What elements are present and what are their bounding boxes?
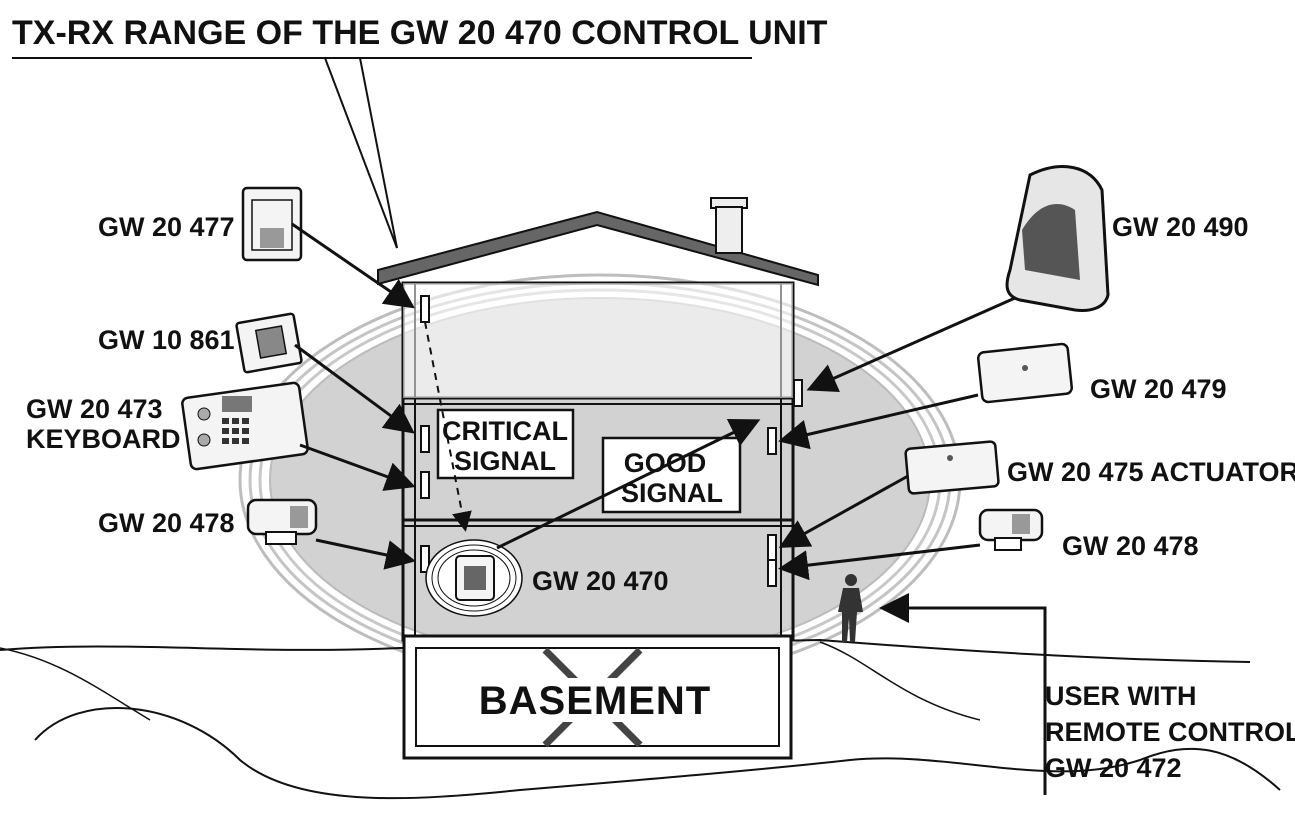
- arrow-gw10861: [294, 343, 415, 434]
- arrow-gw20475: [778, 474, 909, 548]
- sensor-contact: [767, 534, 777, 562]
- arrow-gw20490: [806, 296, 1016, 392]
- critical-signal-line2: SIGNAL: [454, 446, 556, 476]
- good-signal-box: GOOD SIGNAL: [601, 436, 742, 514]
- device-gw20473-keyboard-icon: [181, 381, 309, 471]
- critical-signal-line1: CRITICAL: [442, 416, 568, 446]
- label-gw10861: GW 10 861: [98, 325, 235, 355]
- arrow-gw20478-right: [778, 543, 981, 581]
- good-signal-line2: SIGNAL: [621, 478, 723, 508]
- ground-contour: [0, 641, 981, 721]
- label-gw20470: GW 20 470: [532, 566, 669, 596]
- wall-sensors: [420, 295, 803, 587]
- sensor-contact: [767, 559, 777, 587]
- sensor-contact: [420, 425, 430, 453]
- arrow-good-signal: [496, 419, 761, 550]
- arrow-critical-signal: [424, 321, 472, 532]
- label-gw20479: GW 20 479: [1090, 374, 1227, 404]
- label-user-line1: USER WITH: [1045, 681, 1197, 711]
- basement-area: BASEMENT: [479, 647, 711, 748]
- label-gw20490: GW 20 490: [1112, 212, 1249, 242]
- title-block: TX-RX RANGE OF THE GW 20 470 CONTROL UNI…: [12, 14, 828, 249]
- device-gw20490-siren-icon: [1005, 165, 1110, 312]
- arrow-gw20477: [291, 222, 415, 309]
- critical-signal-box: CRITICAL SIGNAL: [436, 408, 575, 480]
- label-gw20473-line2: KEYBOARD: [26, 424, 181, 454]
- user-with-remote-icon: [838, 574, 863, 642]
- label-user-line2: REMOTE CONTROL: [1045, 717, 1295, 747]
- label-gw20473-line1: GW 20 473: [26, 394, 163, 424]
- device-gw20479-icon: [976, 342, 1074, 404]
- basement-label: BASEMENT: [479, 679, 711, 723]
- arrow-gw20479: [778, 393, 979, 450]
- siren-mount: [793, 379, 803, 407]
- sensor-contact: [420, 545, 430, 573]
- label-gw20477: GW 20 477: [98, 212, 235, 242]
- label-gw20478-right: GW 20 478: [1062, 531, 1199, 561]
- label-gw20475: GW 20 475 ACTUATOR: [1007, 457, 1295, 487]
- label-gw20478-left: GW 20 478: [98, 508, 235, 538]
- sensor-contact: [420, 471, 430, 499]
- device-labels: GW 20 477 GW 10 861 GW 20 473 KEYBOARD G…: [26, 212, 1295, 783]
- arrow-user-remote: [879, 593, 1047, 795]
- arrow-gw20473: [299, 443, 416, 491]
- device-gw20478-right-icon: [978, 508, 1044, 551]
- device-gw10861-icon: [235, 312, 303, 374]
- device-gw20477-icon: [241, 186, 303, 262]
- device-gw20475-actuator-icon: [904, 440, 1000, 495]
- diagram-title: TX-RX RANGE OF THE GW 20 470 CONTROL UNI…: [12, 14, 828, 52]
- arrow-gw20478-left: [315, 538, 416, 570]
- sensor-contact: [420, 295, 430, 323]
- connection-arrows: [291, 222, 1047, 795]
- control-unit-gw20470-icon: [425, 539, 523, 617]
- chimney: [715, 206, 743, 254]
- device-gw20478-left-icon: [246, 498, 318, 545]
- sensor-contact: [767, 427, 777, 455]
- label-user-line3: GW 20 472: [1045, 753, 1182, 783]
